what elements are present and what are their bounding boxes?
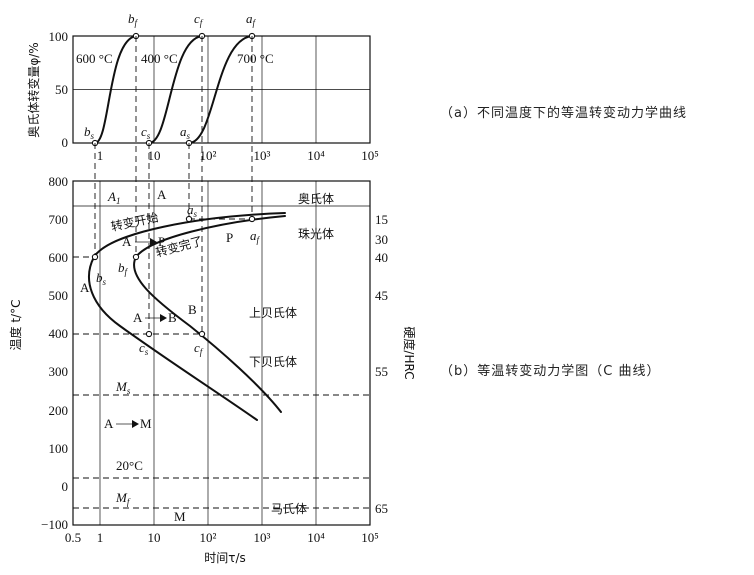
bottom-y-tick: 500 — [49, 288, 69, 303]
bottom-x-tick: 10 — [148, 530, 161, 545]
hrc-tick: 55 — [375, 364, 388, 379]
label-bf: bf — [118, 260, 129, 277]
label-700: 700 °C — [237, 51, 274, 66]
label-bs-top: bs — [84, 124, 95, 141]
bottom-panel: 温度 t/°C 时间τ/s 硬度/HRC 800 700 600 500 400… — [8, 174, 417, 565]
top-y-label: 奥氏体转变量φ/% — [26, 42, 41, 137]
top-panel: 奥氏体转变量φ/% 100 50 0 1 10 10² 10³ 10⁴ 10⁵ … — [26, 11, 379, 163]
label-austenite: 奥氏体 — [298, 192, 334, 206]
label-cs: cs — [139, 340, 149, 357]
hrc-tick: 45 — [375, 288, 388, 303]
label-upper-bainite: 上贝氏体 — [249, 306, 297, 320]
bottom-x-tick: 0.5 — [65, 530, 81, 545]
bottom-x-tick: 10² — [200, 530, 217, 545]
label-AB-b: B — [168, 310, 177, 325]
hrc-tick: 15 — [375, 212, 388, 227]
top-y-tick: 50 — [55, 82, 68, 97]
label-A-left: A — [80, 280, 90, 295]
label-AB-a: A — [133, 310, 143, 325]
bottom-x-label: 时间τ/s — [204, 551, 246, 565]
hrc-tick: 30 — [375, 232, 388, 247]
label-600: 600 °C — [76, 51, 113, 66]
top-x-tick: 1 — [97, 148, 104, 163]
bottom-x-tick: 10⁵ — [361, 530, 379, 545]
top-x-tick: 10⁵ — [361, 148, 379, 163]
arrowhead-AM — [132, 420, 139, 428]
bottom-y-tick: 0 — [62, 479, 69, 494]
finish-curve — [133, 215, 286, 413]
bottom-y-tick: 100 — [49, 441, 69, 456]
label-cf-top: cf — [194, 11, 204, 28]
bottom-y-tick: 600 — [49, 250, 69, 265]
label-AM-a: A — [104, 416, 114, 431]
caption-a: （a）不同温度下的等温转变动力学曲线 — [440, 106, 687, 121]
label-AM-m: M — [140, 416, 152, 431]
point-cs — [145, 330, 153, 338]
arrowhead-AP — [150, 238, 157, 246]
bottom-y-tick: −100 — [41, 517, 68, 532]
start-curve — [88, 212, 286, 421]
bottom-y-tick: 800 — [49, 174, 69, 189]
point-bf — [132, 253, 140, 261]
top-y-tick: 100 — [49, 29, 69, 44]
label-cs-top: cs — [141, 124, 151, 141]
point-cf — [198, 330, 206, 338]
curve-400 — [148, 35, 203, 144]
arrowhead-AB — [160, 314, 167, 322]
label-ms: Ms — [115, 379, 131, 396]
bottom-x-tick: 10³ — [254, 530, 271, 545]
top-x-tick: 10² — [200, 148, 217, 163]
hrc-tick: 65 — [375, 501, 388, 516]
label-B: B — [188, 302, 197, 317]
label-as-top: as — [180, 124, 191, 141]
hrc-label: 硬度/HRC — [402, 326, 417, 379]
label-af-top: af — [246, 11, 257, 28]
label-a1: A1 — [107, 189, 120, 206]
label-mf: Mf — [115, 490, 131, 507]
bottom-y-label: 温度 t/°C — [8, 300, 23, 351]
label-20c: 20°C — [116, 458, 143, 473]
label-A-top: A — [157, 187, 167, 202]
bottom-y-tick: 400 — [49, 326, 69, 341]
label-martensite: 马氏体 — [271, 502, 307, 516]
label-pearlite: 珠光体 — [298, 227, 334, 241]
bottom-y-tick: 200 — [49, 403, 69, 418]
ttt-diagram: 奥氏体转变量φ/% 100 50 0 1 10 10² 10³ 10⁴ 10⁵ … — [8, 11, 417, 565]
bottom-y-tick: 700 — [49, 212, 69, 227]
label-400: 400 °C — [141, 51, 178, 66]
caption-b: （b）等温转变动力学图（C 曲线） — [440, 364, 661, 379]
label-M: M — [174, 509, 186, 524]
label-bs: bs — [96, 270, 107, 287]
label-AP-a: A — [122, 234, 132, 249]
curve-700 — [188, 35, 253, 144]
curve-600 — [94, 35, 137, 144]
top-y-tick: 0 — [62, 135, 69, 150]
label-P: P — [226, 230, 233, 245]
label-as: as — [187, 202, 198, 219]
label-lower-bainite: 下贝氏体 — [249, 355, 297, 369]
label-af: af — [250, 228, 261, 245]
point-as — [185, 215, 193, 223]
bottom-x-tick: 10⁴ — [307, 530, 325, 545]
top-x-tick: 10 — [148, 148, 161, 163]
point-bs — [91, 253, 99, 261]
label-AP-p: P — [158, 234, 165, 249]
label-cf: cf — [194, 340, 204, 357]
point-af — [248, 215, 256, 223]
top-x-tick: 10³ — [254, 148, 271, 163]
label-bf-top: bf — [128, 11, 139, 28]
bottom-frame — [72, 180, 371, 526]
bottom-x-tick: 1 — [97, 530, 104, 545]
bottom-y-tick: 300 — [49, 364, 69, 379]
hrc-tick: 40 — [375, 250, 388, 265]
top-x-tick: 10⁴ — [307, 148, 325, 163]
